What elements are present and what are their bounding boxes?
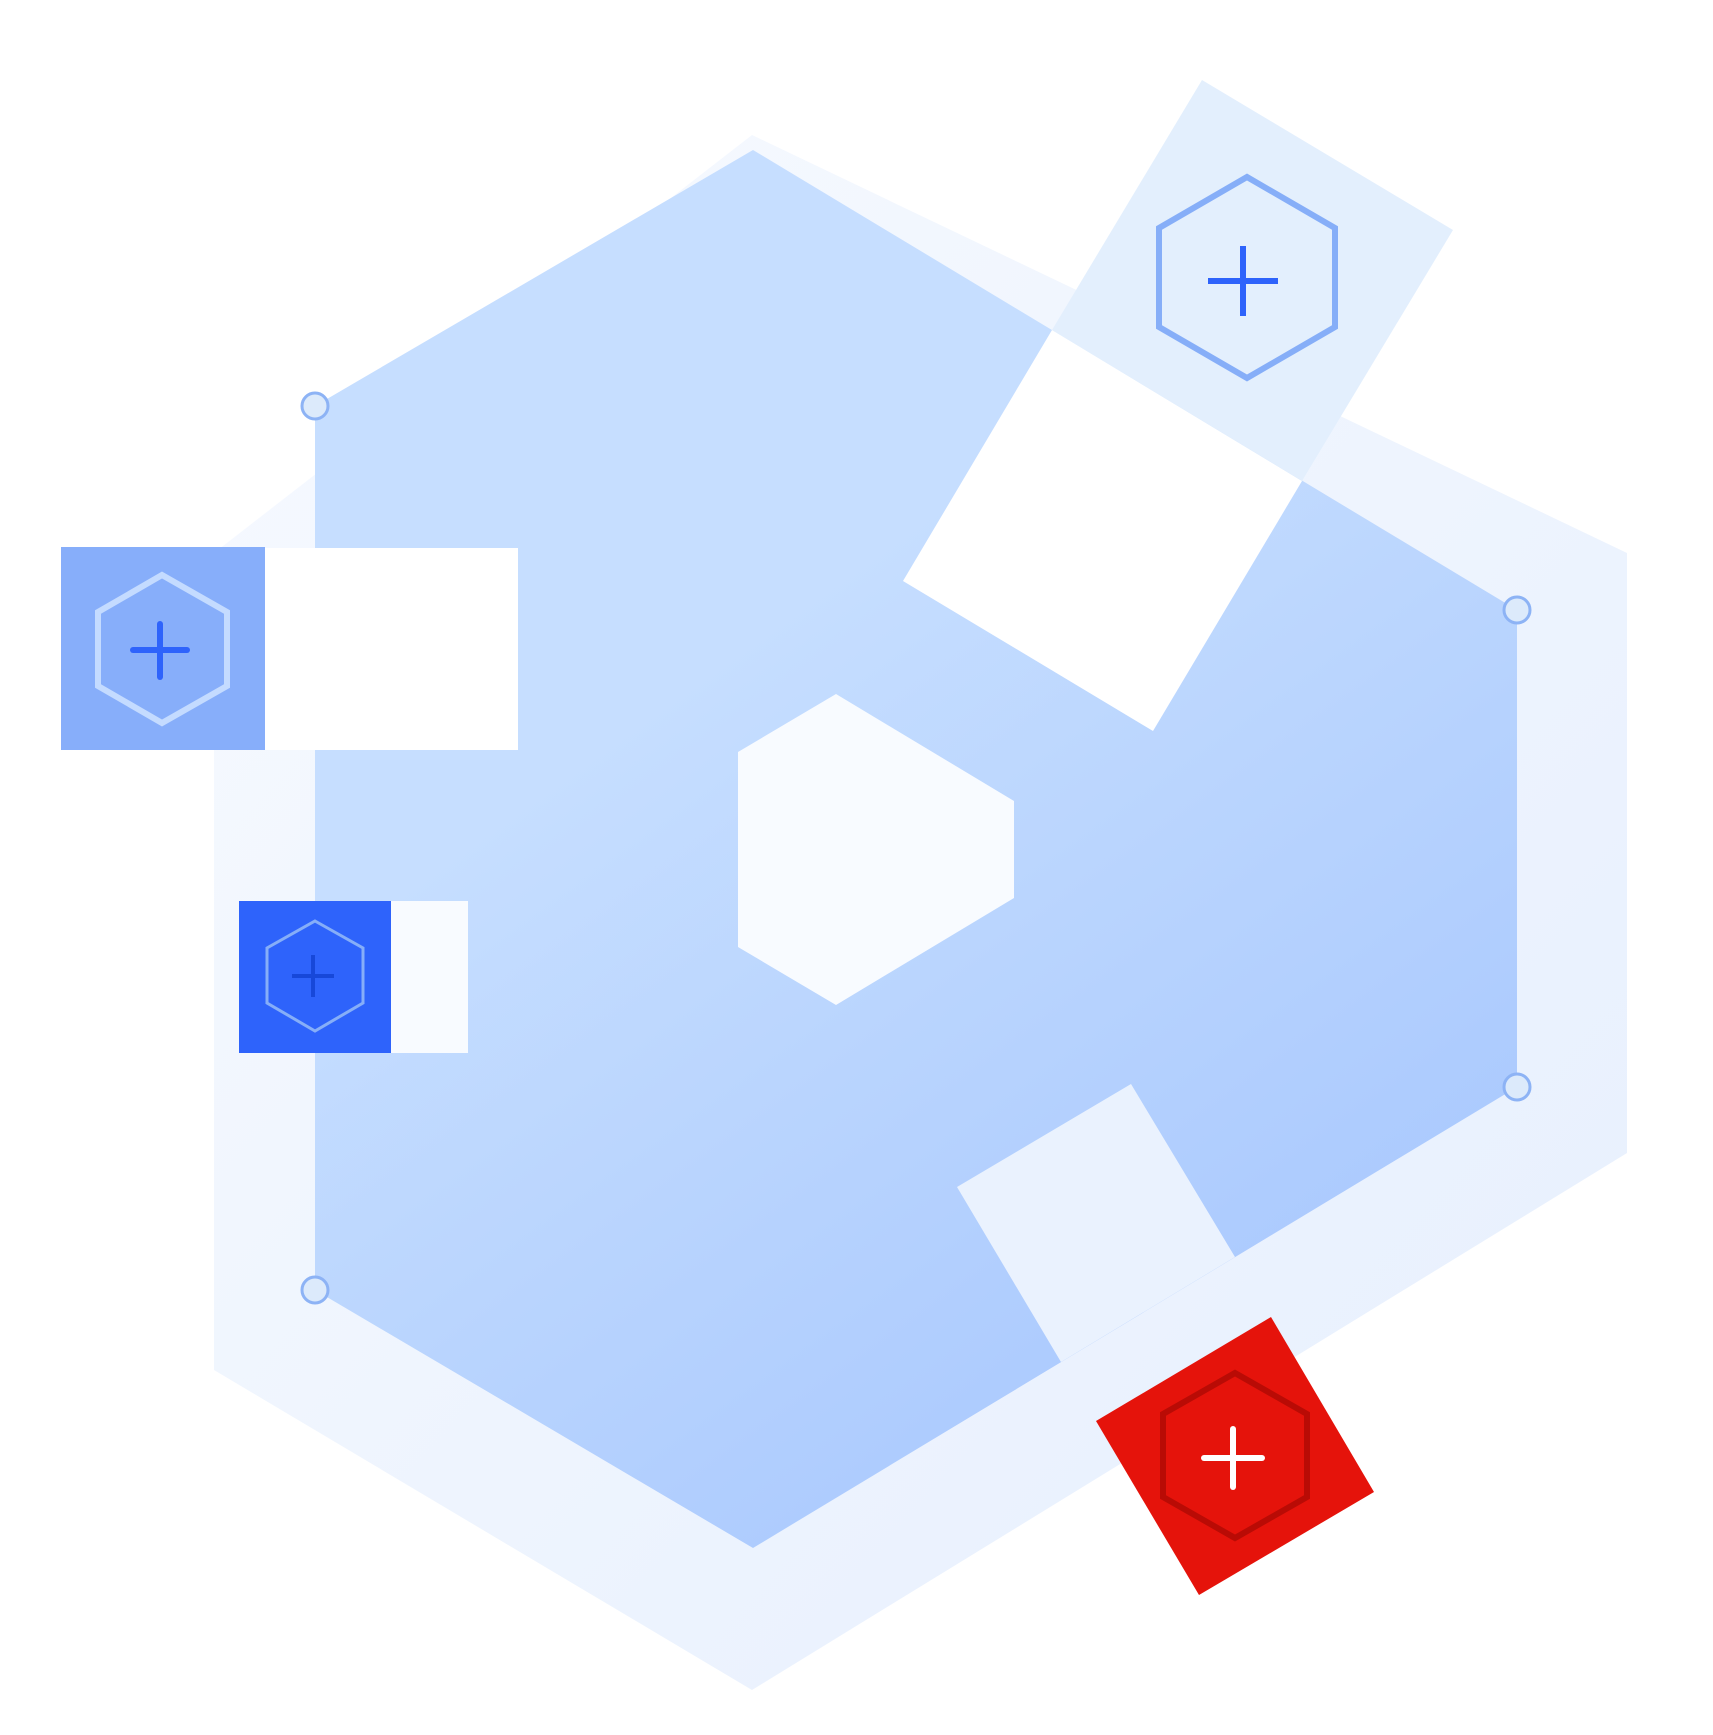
middle-left-cutout	[390, 901, 468, 1053]
hexagon-plus-icon	[1160, 1369, 1310, 1542]
connection-node	[300, 391, 330, 421]
center-hexagon	[738, 694, 1014, 1005]
hexagon-plus-icon	[95, 571, 230, 727]
top-right-tile	[1052, 80, 1453, 481]
left-cutout	[263, 548, 518, 750]
bottom-cutout	[957, 1084, 1235, 1362]
connection-node	[1502, 1072, 1532, 1102]
bottom-right-red-tile	[1096, 1317, 1374, 1595]
middle-left-tile	[239, 901, 391, 1053]
connection-node	[1502, 595, 1532, 625]
hexagon-plus-icon	[265, 919, 365, 1033]
connection-node	[300, 1275, 330, 1305]
top-right-cutout	[903, 330, 1302, 731]
hexagon-plus-icon	[1156, 173, 1338, 382]
left-tile	[61, 547, 265, 750]
